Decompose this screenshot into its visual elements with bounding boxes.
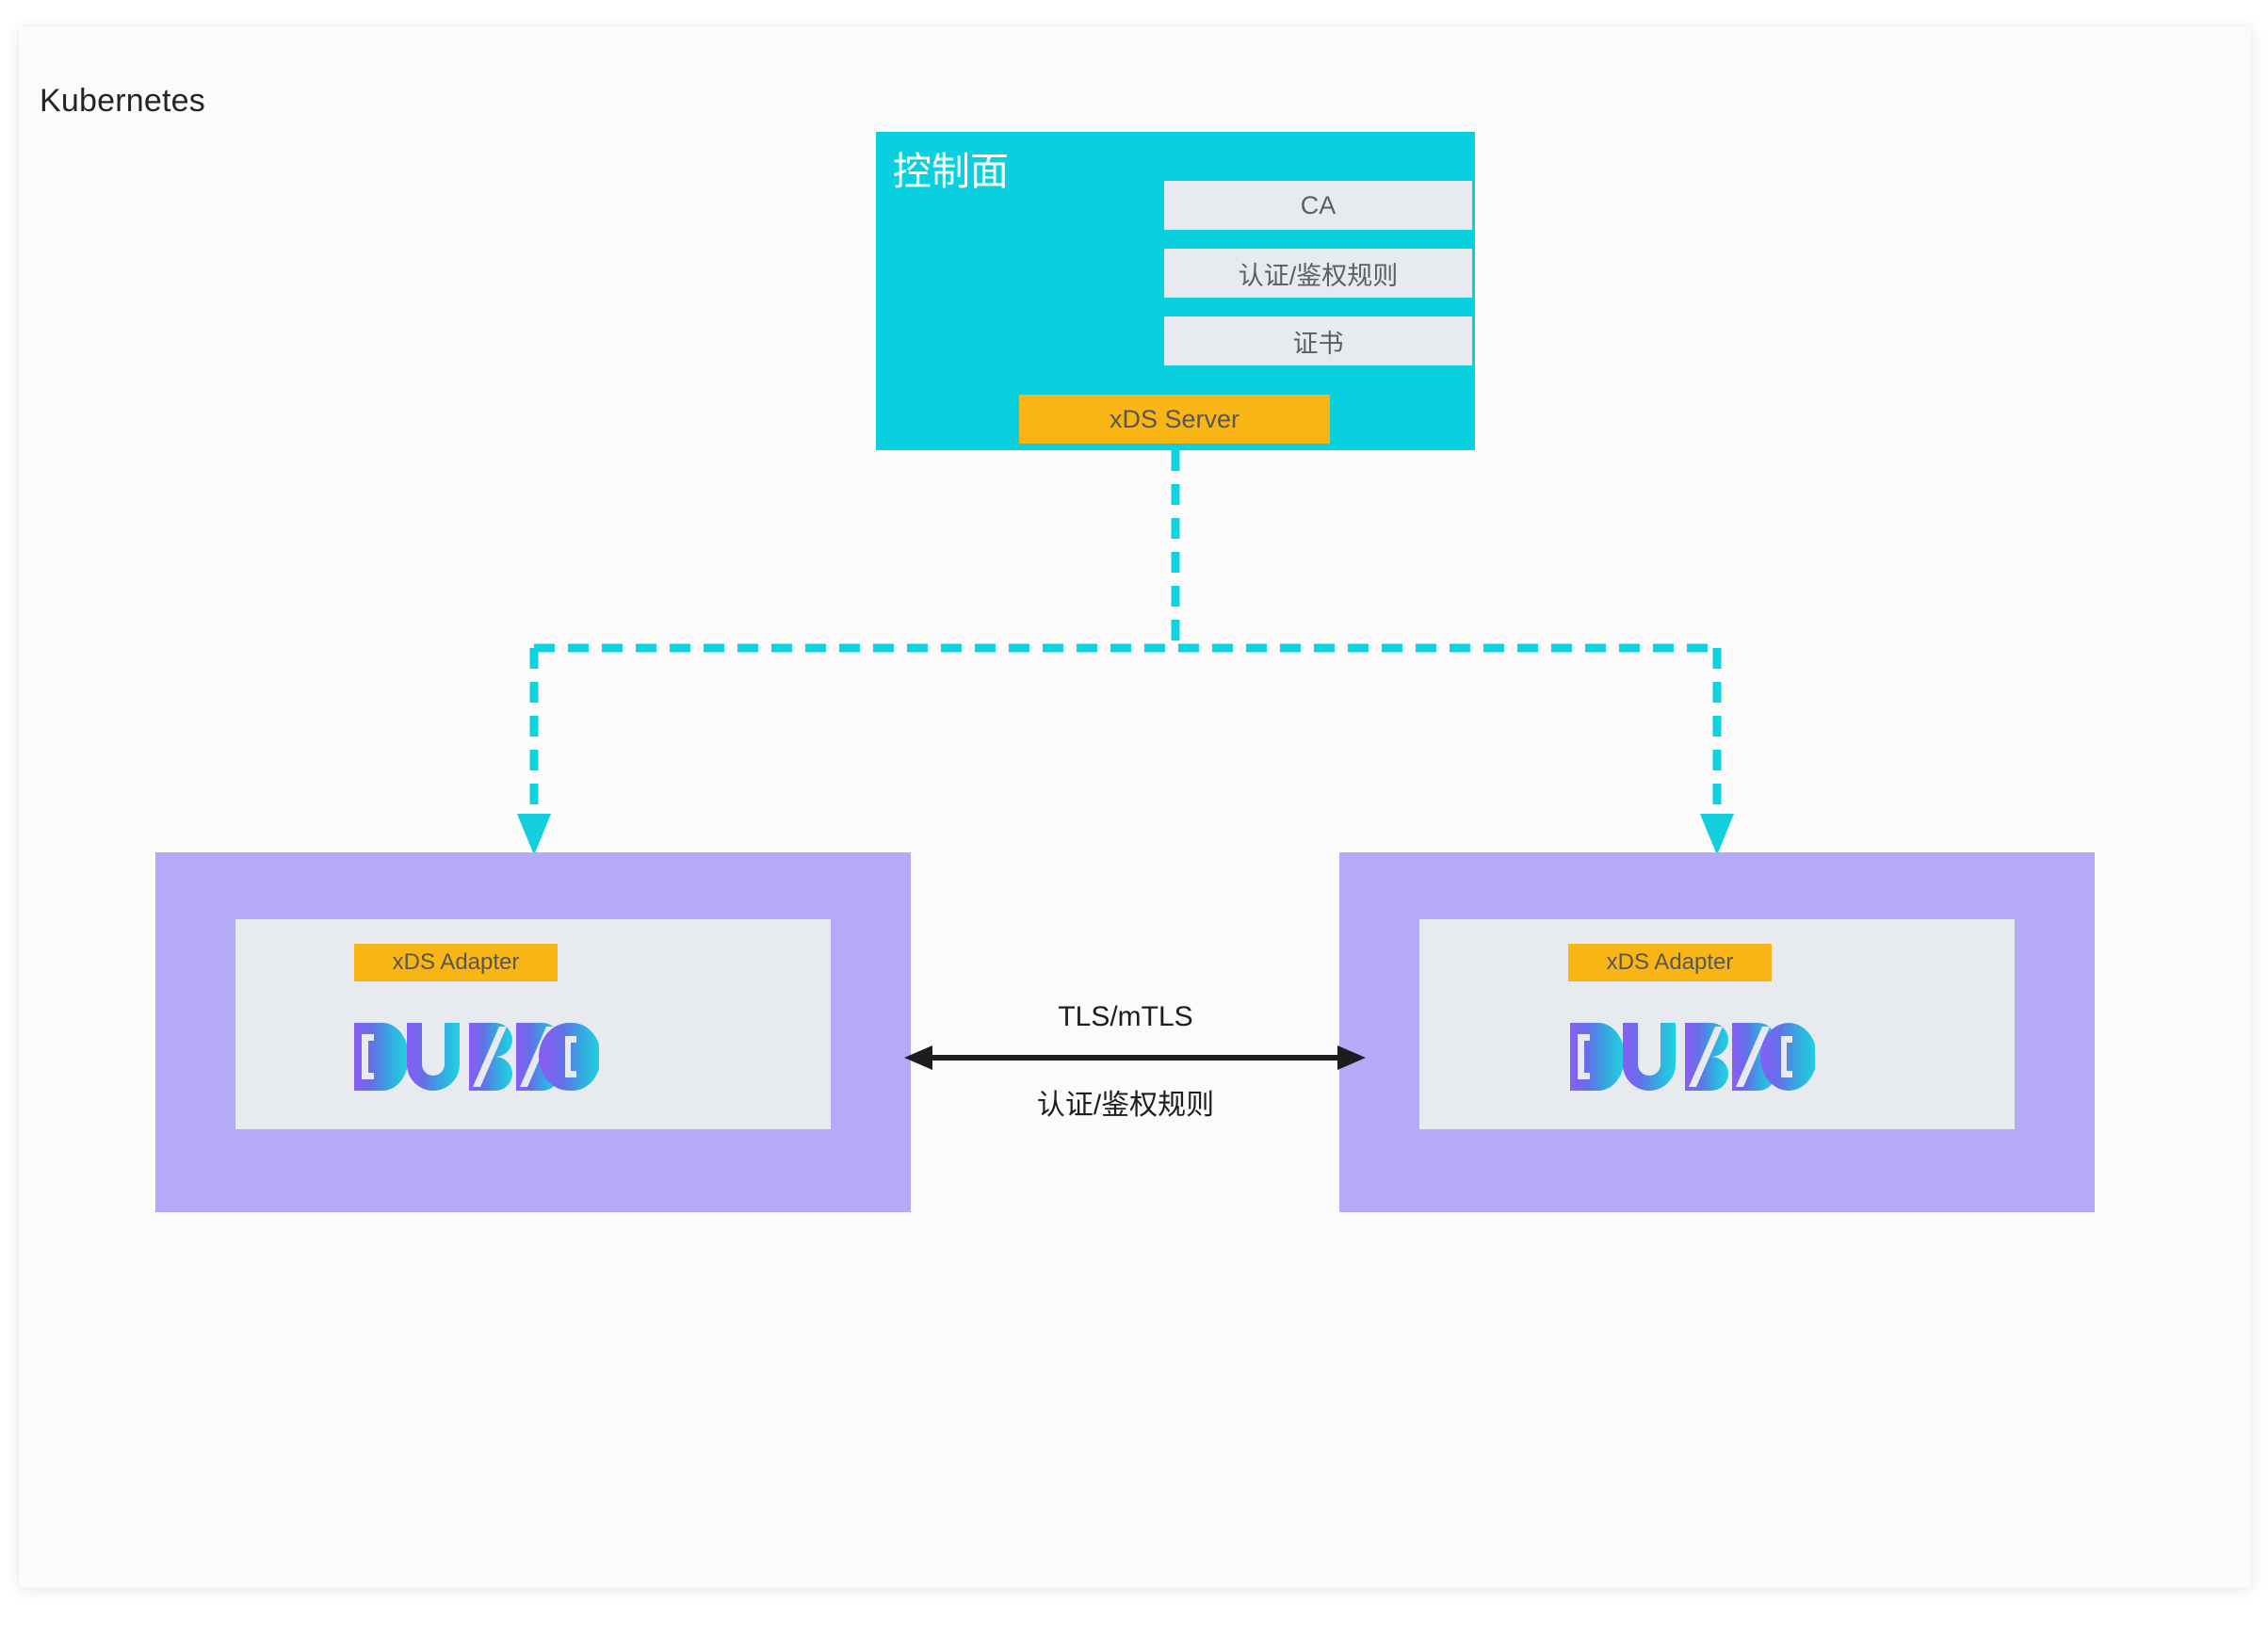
arrowhead-left: [517, 814, 551, 855]
control-plane-title: 控制面: [893, 150, 1009, 193]
xds-adapter-right[interactable]: xDS Adapter: [1568, 944, 1772, 981]
control-plane-module-auth-rules[interactable]: 认证/鉴权规则: [1164, 249, 1472, 298]
xds-adapter-left[interactable]: xDS Adapter: [354, 944, 558, 981]
pod-right: xDS Adapter: [1339, 852, 2095, 1212]
arrowhead-right: [1700, 814, 1734, 855]
diagram-canvas: Kubernetes 控制面 CA 认证/鉴权规则 证书 xDS Server …: [19, 26, 2251, 1588]
pod-right-container: xDS Adapter: [1419, 919, 2015, 1129]
page-title: Kubernetes: [40, 83, 205, 119]
tls-bidirectional-arrow: [904, 1045, 1366, 1070]
pod-left-container: xDS Adapter: [235, 919, 831, 1129]
control-plane-module-certificate[interactable]: 证书: [1164, 316, 1472, 365]
pod-left: xDS Adapter: [155, 852, 911, 1212]
xds-server-button[interactable]: xDS Server: [1019, 395, 1330, 444]
dubbo-logo-left: [354, 1023, 599, 1091]
link-label-auth-rules: 认证/鉴权规则: [1036, 1090, 1215, 1121]
control-plane-box: 控制面 CA 认证/鉴权规则 证书 xDS Server: [876, 132, 1475, 450]
dubbo-logo-right: [1570, 1023, 1815, 1091]
link-label-tls: TLS/mTLS: [1058, 1001, 1193, 1032]
control-plane-module-ca[interactable]: CA: [1164, 181, 1472, 230]
